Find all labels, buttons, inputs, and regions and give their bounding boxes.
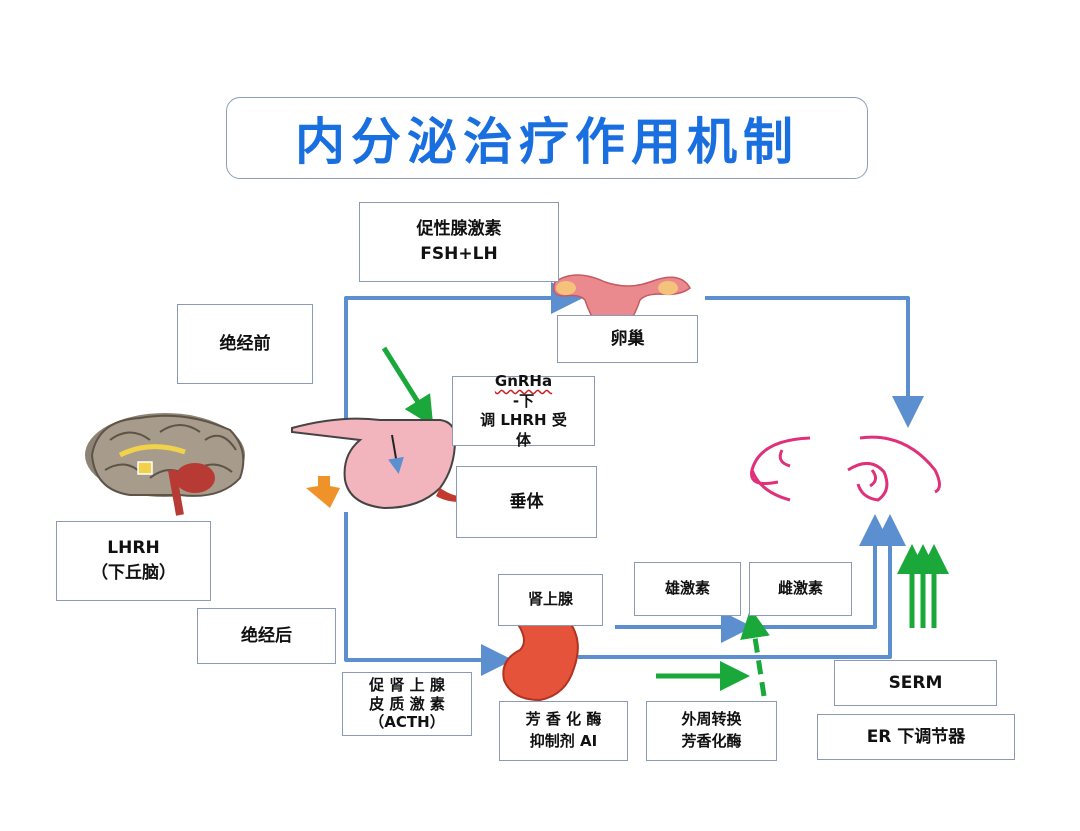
lhrh-label: LHRH （下丘脑）	[56, 521, 211, 601]
pituitary-label: 垂体	[456, 466, 597, 538]
postmenopause-label: 绝经后	[197, 608, 336, 664]
ovary-label: 卵巢	[557, 315, 698, 363]
serm-label: SERM	[834, 660, 997, 706]
green-arrow-gnrha	[381, 346, 434, 427]
page-title: 内分泌治疗作用机制	[295, 112, 799, 171]
pituitary-illustration	[291, 417, 460, 510]
acth-label: 促 肾 上 腺 皮 质 激 素 （ACTH）	[342, 672, 472, 736]
title-box: 内分泌治疗作用机制	[226, 97, 868, 179]
flow-line-kidney-right	[578, 514, 906, 659]
flow-line-estrogen	[760, 514, 891, 629]
flow-line-left-upper	[344, 282, 583, 420]
gnrha-label: GnRHa-下 调 LHRH 受 体	[452, 372, 595, 449]
flow-lines	[344, 282, 924, 676]
flow-line-left-lower	[344, 512, 513, 676]
breast-illustration	[750, 435, 941, 502]
er-downregulator-label: ER 下调节器	[817, 714, 1015, 760]
adrenal-label: 肾上腺	[498, 574, 603, 626]
brain-illustration	[85, 413, 245, 516]
premenopause-label: 绝经前	[177, 304, 313, 384]
green-arrows	[381, 346, 949, 697]
green-arrow-peripheral	[740, 608, 770, 697]
peripheral-label: 外周转换 芳香化酶	[646, 701, 777, 761]
estrogen-label: 雌激素	[749, 562, 852, 616]
gonadotropin-label: 促性腺激素 FSH+LH	[359, 202, 559, 282]
uterus-illustration	[553, 274, 691, 339]
orange-arrow	[306, 476, 340, 508]
ai-label: 芳 香 化 酶 抑制剂 AI	[499, 701, 628, 761]
androgen-label: 雄激素	[634, 562, 741, 616]
flow-line-ovary-right	[705, 296, 924, 428]
